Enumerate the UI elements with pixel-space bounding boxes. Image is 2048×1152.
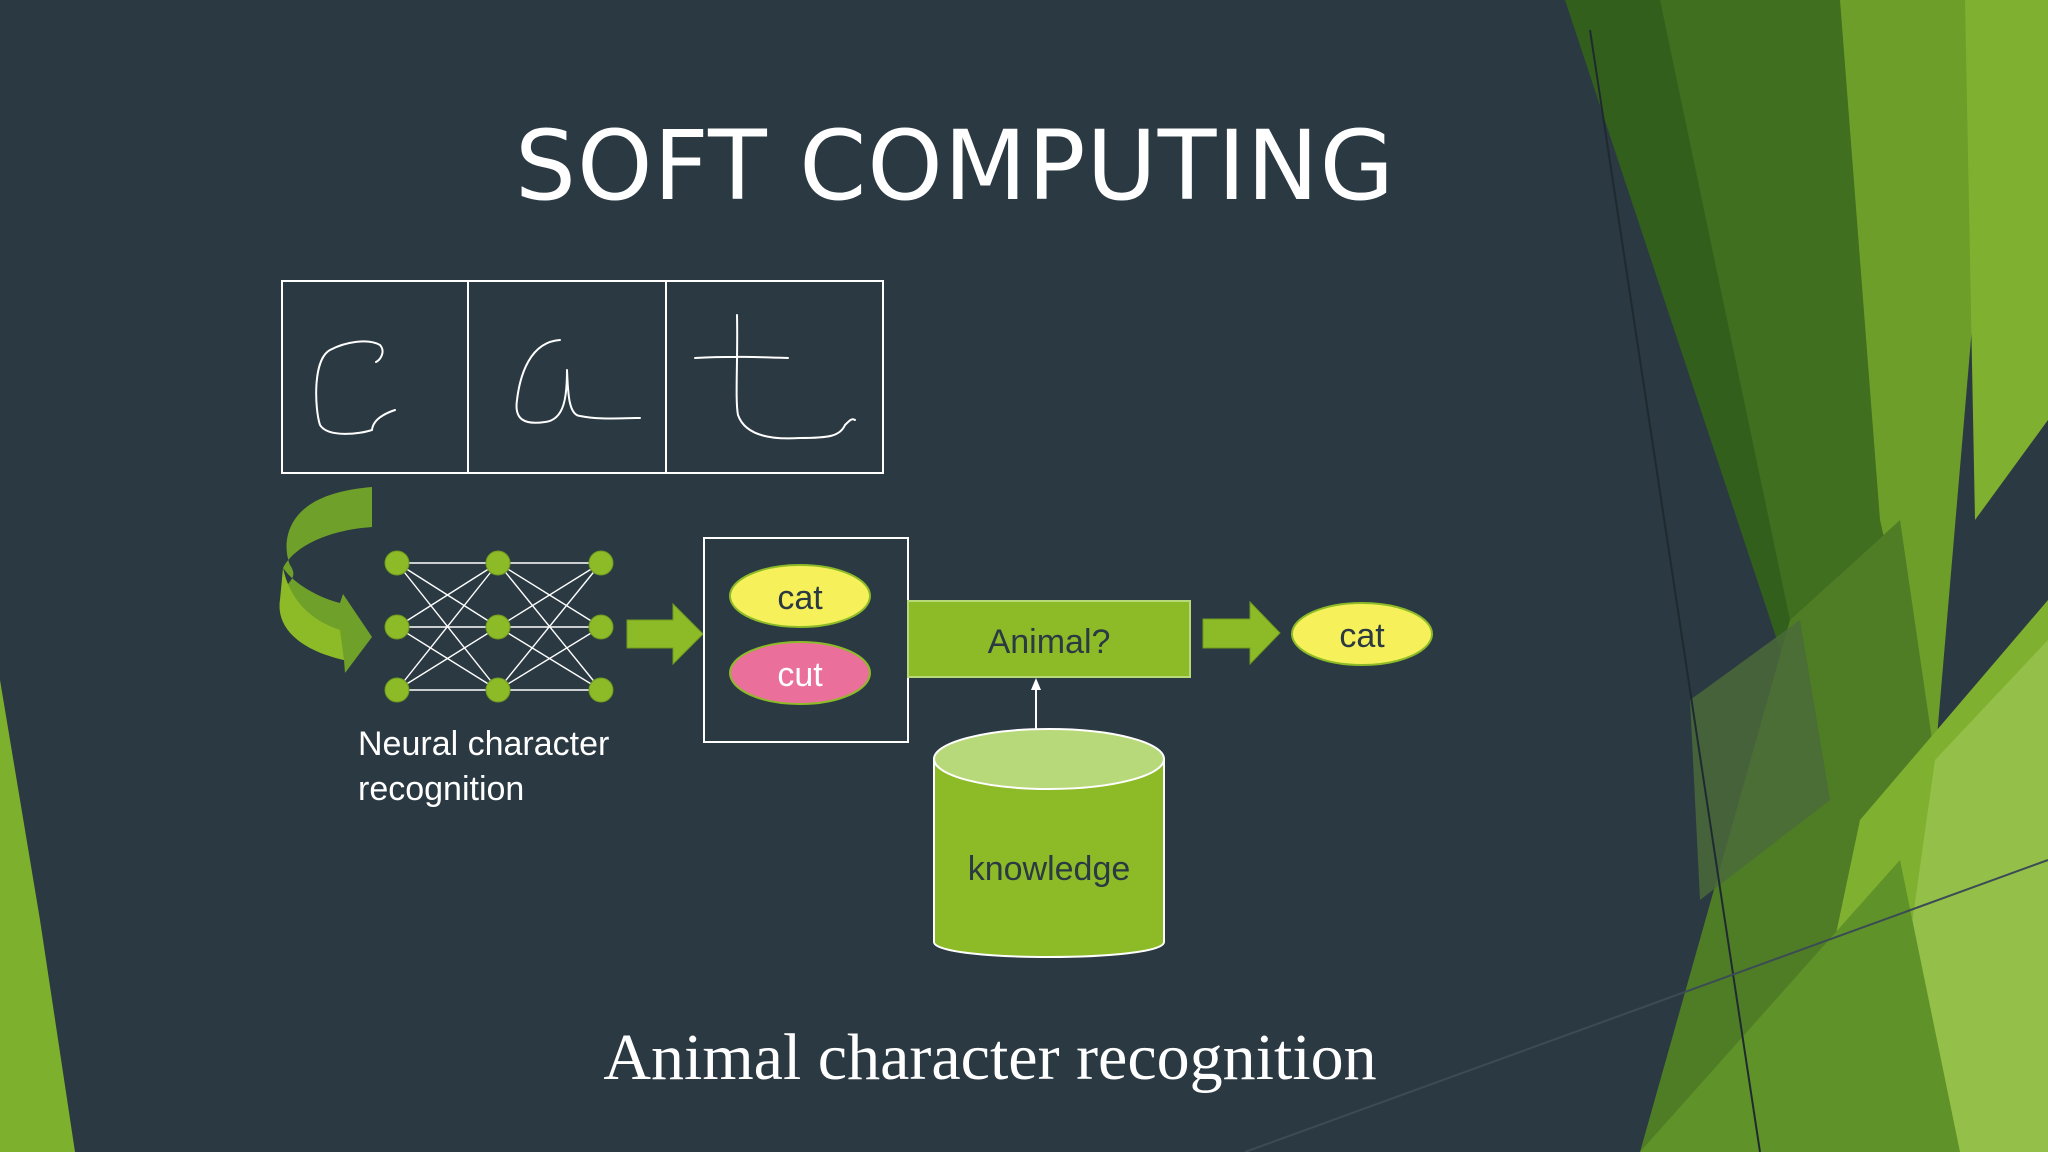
knowledge-label: knowledge <box>968 850 1131 888</box>
right-arrow-icon <box>626 602 704 666</box>
candidate-cat-ellipse <box>729 564 871 628</box>
network-edge <box>396 626 499 691</box>
right-arrow-icon <box>1202 600 1281 666</box>
result-ellipse <box>1291 602 1433 666</box>
up-arrow-icon <box>1031 678 1041 690</box>
network-node <box>384 550 410 576</box>
network-label-line-1: Neural character <box>358 725 609 763</box>
network-node <box>588 677 614 703</box>
network-edge <box>497 562 602 691</box>
animal-check-box <box>907 600 1191 678</box>
neural-network-diagram <box>384 550 614 703</box>
network-edge <box>396 562 499 628</box>
network-node <box>485 614 511 640</box>
network-label-line-2: recognition <box>358 770 524 808</box>
page-title: SOFT COMPUTING <box>515 110 1395 222</box>
knowledge-cylinder <box>933 728 1165 958</box>
network-edge <box>396 562 499 691</box>
network-node <box>485 550 511 576</box>
handwritten-letter-t <box>694 314 856 440</box>
handwriting-boxes <box>281 280 884 474</box>
network-edge <box>497 626 602 691</box>
candidate-cat-label: cat <box>777 579 823 617</box>
slide-caption: Animal character recognition <box>603 1021 1377 1094</box>
candidate-cut-label: cut <box>777 656 823 694</box>
handwritten-letter-c <box>315 340 396 435</box>
network-node <box>485 677 511 703</box>
result-label: cat <box>1339 617 1385 655</box>
network-node <box>384 677 410 703</box>
animal-check-label: Animal? <box>988 623 1111 661</box>
candidate-cut-ellipse <box>729 641 871 705</box>
network-node <box>588 614 614 640</box>
network-node <box>384 614 410 640</box>
handwritten-letter-a <box>515 339 641 424</box>
curved-arrow-icon <box>279 487 372 673</box>
network-edge <box>497 562 602 628</box>
network-node <box>588 550 614 576</box>
